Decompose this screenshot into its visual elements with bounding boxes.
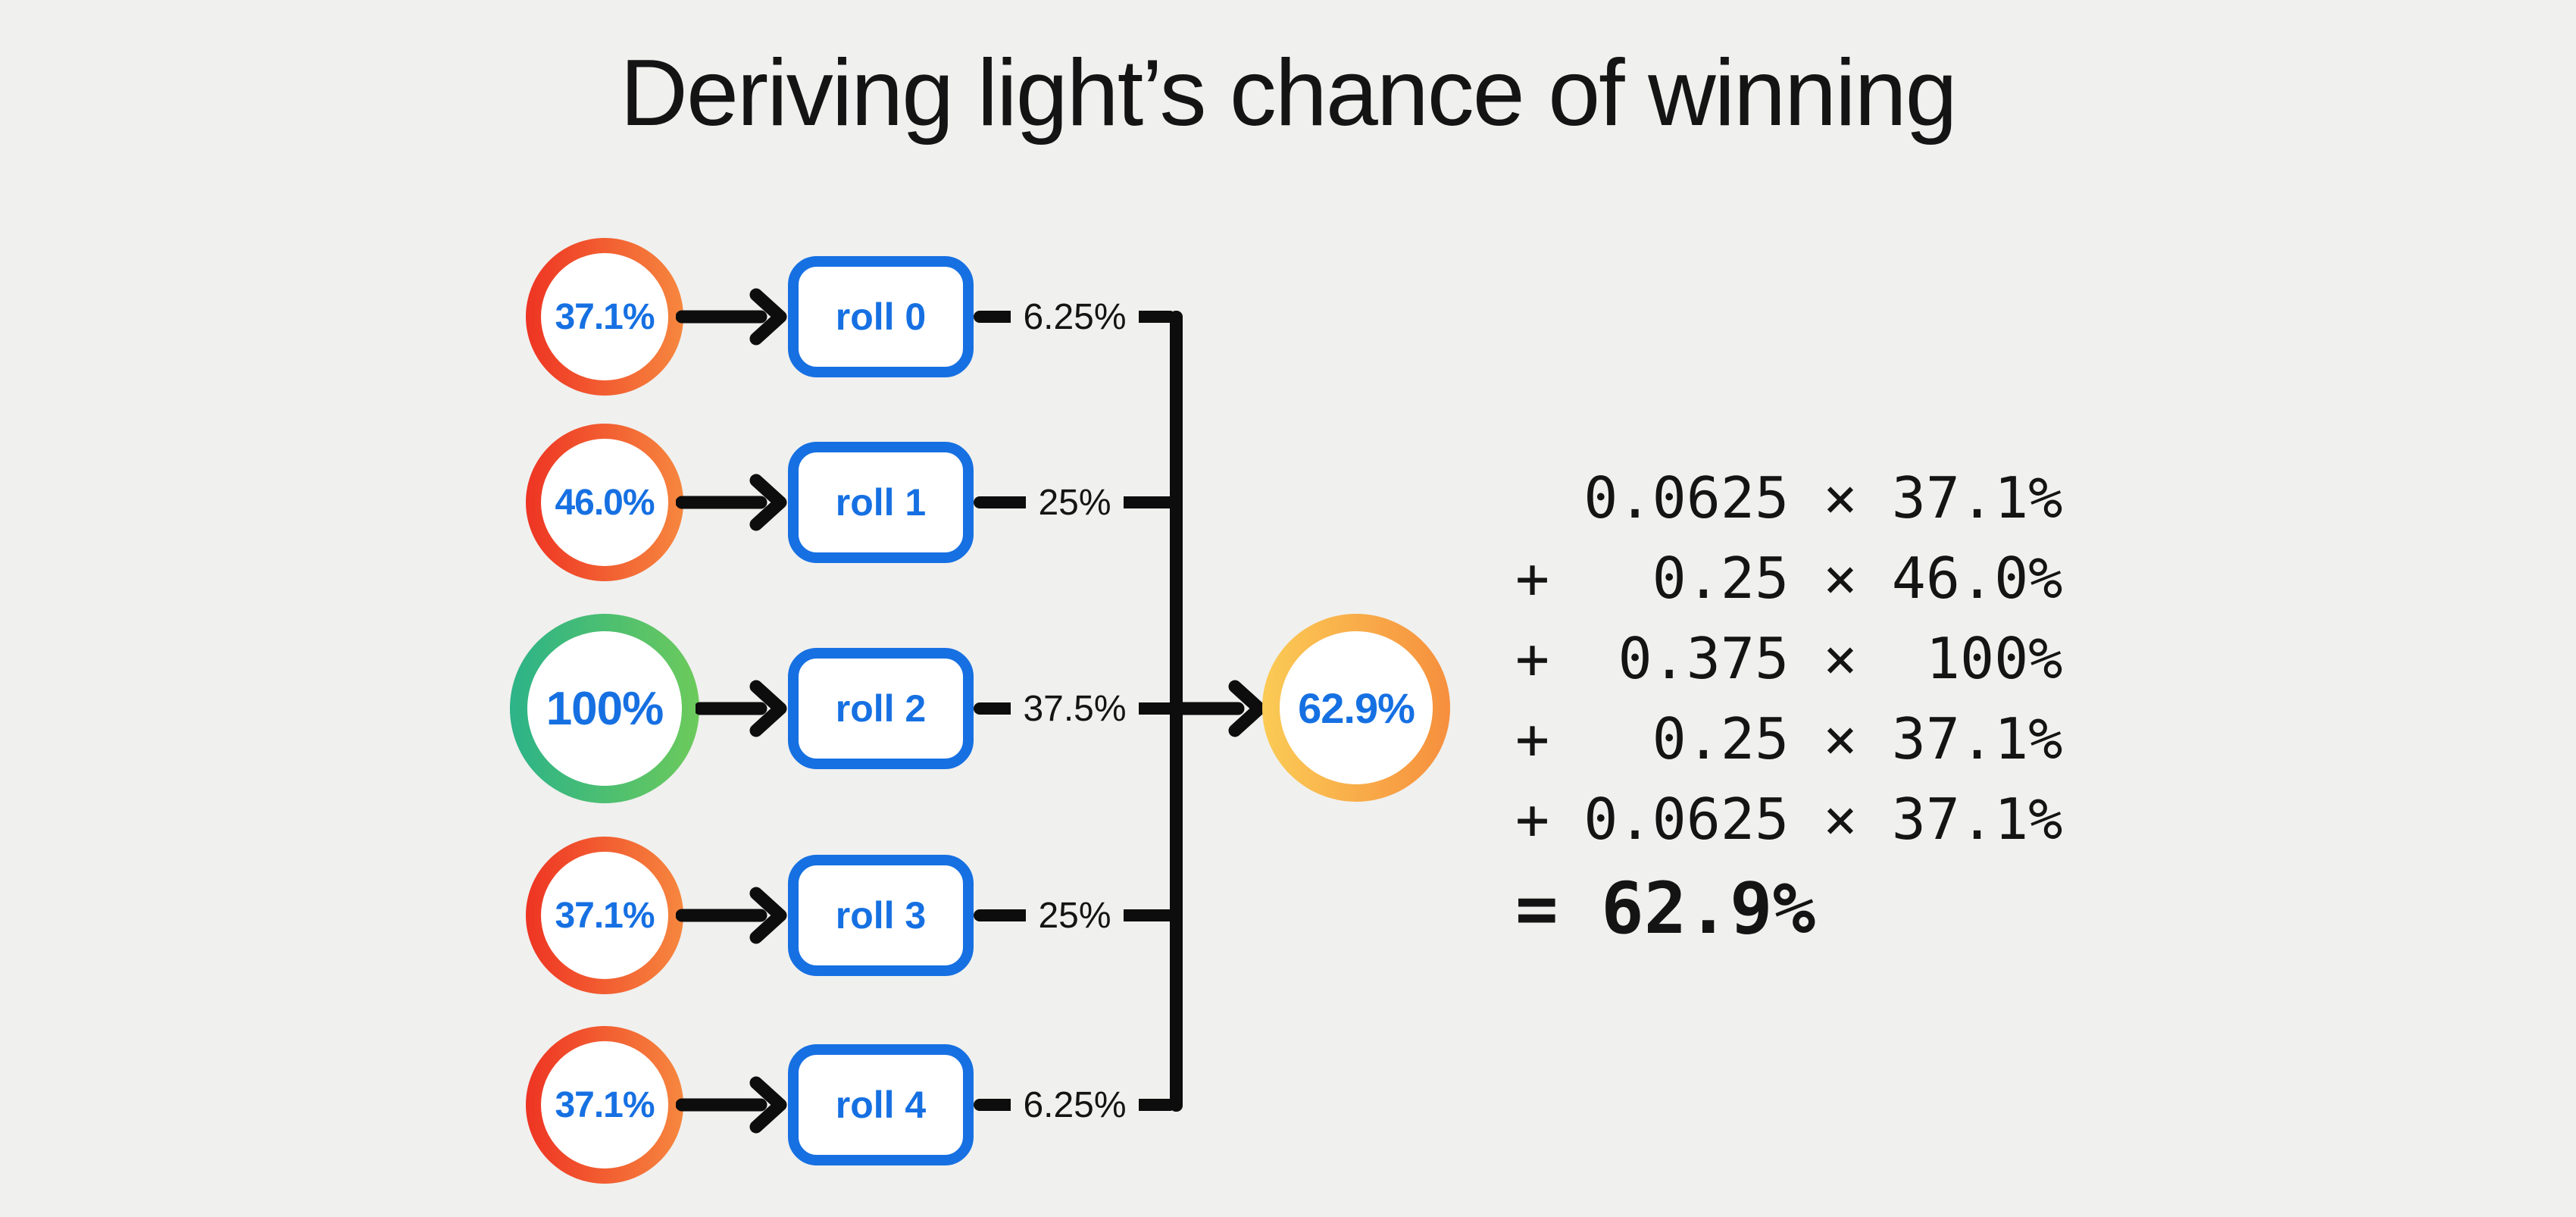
roll-label: roll 3 xyxy=(835,894,927,937)
page-title: Deriving light’s chance of winning xyxy=(620,41,1957,145)
result-circle-fill: 62.9% xyxy=(1280,631,1433,784)
weight-connector: 25% xyxy=(974,881,1176,950)
equation-line: + 0.375 × 100% xyxy=(1515,625,2063,692)
weight-connector: 37.5% xyxy=(974,674,1176,743)
arrow-right-icon xyxy=(696,680,787,737)
equation-line: + 0.0625 × 37.1% xyxy=(1515,786,2063,853)
roll-label: roll 1 xyxy=(835,481,927,524)
roll-node: roll 4 xyxy=(788,1044,974,1165)
arrow-right-icon xyxy=(676,288,787,346)
equation-result: = 62.9% xyxy=(1515,868,1816,950)
probability-circle: 37.1% xyxy=(526,837,683,994)
weight-connector: 25% xyxy=(974,468,1176,537)
roll-node: roll 1 xyxy=(788,442,974,563)
probability-circle: 37.1% xyxy=(526,1026,683,1184)
roll-label: roll 4 xyxy=(835,1084,927,1126)
roll-node: roll 0 xyxy=(788,256,974,377)
equation-line: + 0.25 × 37.1% xyxy=(1515,705,2063,772)
weight-label: 6.25% xyxy=(1011,1084,1139,1126)
weight-label: 25% xyxy=(1026,481,1124,524)
weight-label: 25% xyxy=(1026,894,1124,937)
probability-value: 37.1% xyxy=(555,895,655,936)
probability-circle-fill: 37.1% xyxy=(541,852,668,979)
probability-circle: 37.1% xyxy=(526,238,683,396)
equation-line: 0.0625 × 37.1% xyxy=(1515,465,2063,531)
roll-label: roll 0 xyxy=(835,296,927,338)
weight-connector: 6.25% xyxy=(974,283,1176,351)
arrow-right-icon xyxy=(676,887,787,944)
roll-node: roll 2 xyxy=(788,648,974,769)
probability-circle: 100% xyxy=(510,614,699,803)
probability-circle-fill: 37.1% xyxy=(541,253,668,380)
weight-label: 37.5% xyxy=(1011,687,1139,730)
equation-line: + 0.25 × 46.0% xyxy=(1515,545,2063,612)
result-circle: 62.9% xyxy=(1262,614,1450,802)
probability-value: 37.1% xyxy=(555,1084,655,1125)
equation: 0.0625 × 37.1% + 0.25 × 46.0% + 0.375 × … xyxy=(1515,458,2062,952)
arrow-right-icon xyxy=(676,474,787,531)
probability-circle-fill: 46.0% xyxy=(541,439,668,566)
roll-node: roll 3 xyxy=(788,855,974,976)
probability-value: 100% xyxy=(546,682,664,735)
arrow-right-icon xyxy=(676,1076,787,1134)
weight-label: 6.25% xyxy=(1011,296,1139,338)
probability-circle-fill: 37.1% xyxy=(541,1041,668,1169)
weight-connector: 6.25% xyxy=(974,1071,1176,1139)
result-value: 62.9% xyxy=(1298,684,1415,732)
merge-arrow-icon xyxy=(1168,680,1266,737)
probability-value: 46.0% xyxy=(555,482,655,523)
probability-circle-fill: 100% xyxy=(527,631,682,786)
roll-label: roll 2 xyxy=(835,687,927,730)
probability-circle: 46.0% xyxy=(526,424,683,581)
probability-value: 37.1% xyxy=(555,296,655,337)
